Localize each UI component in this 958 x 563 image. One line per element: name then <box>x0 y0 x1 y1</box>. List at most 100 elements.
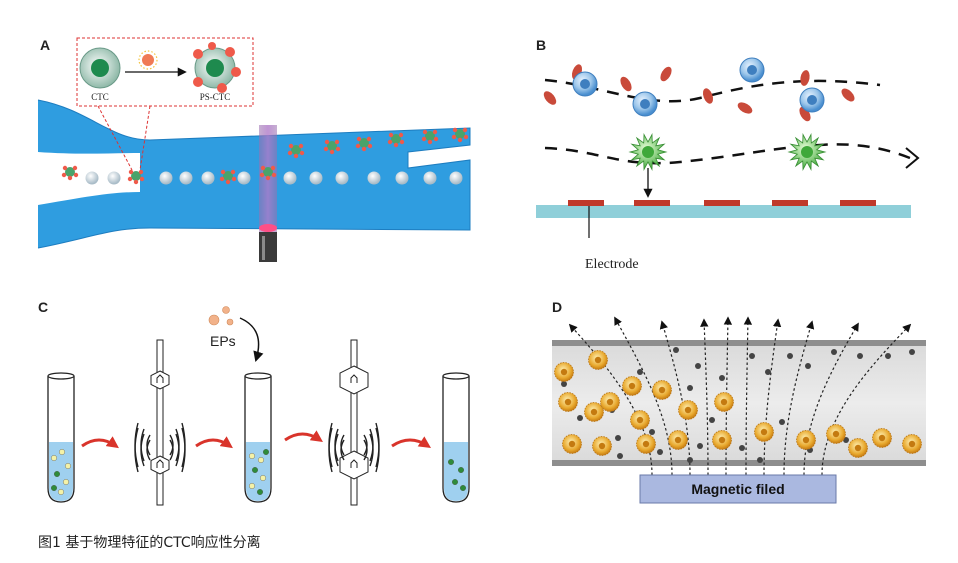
tagged-ctc <box>714 392 734 412</box>
bead <box>85 171 99 185</box>
microfluidic-channel <box>38 100 470 248</box>
rbc <box>660 66 672 82</box>
tagged-cell <box>219 169 237 185</box>
photosensitive-particle <box>138 50 158 70</box>
field-line <box>821 323 912 476</box>
electrodes <box>568 200 876 206</box>
test-tube <box>442 372 470 503</box>
rbc <box>702 88 714 104</box>
bead <box>335 171 349 185</box>
magnet-bar <box>639 474 837 504</box>
magnetic-beads <box>561 347 915 463</box>
bead <box>201 171 215 185</box>
rbc <box>737 102 753 114</box>
tagged-cell <box>61 165 79 181</box>
tagged-ctc <box>796 430 816 450</box>
magnetic-bead <box>831 349 837 355</box>
wbc <box>799 87 825 113</box>
tagged-cell <box>127 169 145 185</box>
magnetic-bead <box>673 347 679 353</box>
magnetic-bead <box>617 453 623 459</box>
tagged-cell <box>287 143 305 159</box>
tagged-ctcs <box>554 350 922 458</box>
magnetic-bead <box>649 429 655 435</box>
bead <box>367 171 381 185</box>
magnetic-bead <box>709 417 715 423</box>
ctc-spiky-1 <box>628 132 668 172</box>
tagged-cell <box>387 132 405 148</box>
panel-c-label: C <box>38 299 48 315</box>
panel-c: C EPs <box>38 299 470 506</box>
magnetic-bead <box>787 353 793 359</box>
bead <box>309 171 323 185</box>
rbc <box>800 70 810 86</box>
magnetic-bead <box>719 375 725 381</box>
acoustic-chip <box>134 339 186 506</box>
magnetic-bead <box>697 443 703 449</box>
tagged-ctc <box>826 424 846 444</box>
electrode <box>772 200 808 206</box>
magnetic-bead <box>749 353 755 359</box>
magnetic-bead <box>805 363 811 369</box>
tagged-ctc <box>558 392 578 412</box>
panel-d: D Magnetic filed <box>552 299 926 504</box>
ctc-cell <box>79 47 121 89</box>
flow-arrow <box>81 436 119 449</box>
bead <box>423 171 437 185</box>
tagged-ctc <box>652 380 672 400</box>
electrode <box>568 200 604 206</box>
tagged-cell <box>323 139 341 155</box>
tagged-ctc <box>592 436 612 456</box>
flow-path-upper <box>544 78 881 103</box>
tagged-ctc <box>630 410 650 430</box>
magnet-label: Magnetic filed <box>691 481 784 497</box>
ps-ctc-label: PS-CTC <box>200 92 231 102</box>
magnetic-bead <box>885 353 891 359</box>
bead <box>179 171 193 185</box>
rbc <box>841 88 855 102</box>
wbc <box>572 71 598 97</box>
electrode <box>634 200 670 206</box>
field-line <box>803 322 859 476</box>
bead <box>283 171 297 185</box>
tagged-ctc <box>712 430 732 450</box>
electrode-label: Electrode <box>585 257 639 272</box>
tagged-ctc <box>554 362 574 382</box>
bead <box>237 171 251 185</box>
magnetic-bead <box>687 457 693 463</box>
magnetic-bead <box>779 419 785 425</box>
bead <box>107 171 121 185</box>
bead <box>395 171 409 185</box>
tagged-cell <box>259 165 277 181</box>
wbc <box>739 57 765 83</box>
eps-label: EPs <box>210 333 236 349</box>
laser-source <box>259 232 277 262</box>
ep-particles <box>208 306 234 326</box>
tagged-ctc <box>872 428 892 448</box>
rbc <box>620 76 632 92</box>
white-blood-cells <box>572 57 825 117</box>
substrate <box>536 205 911 218</box>
magnetic-bead <box>857 353 863 359</box>
tagged-cell <box>355 136 373 152</box>
tagged-ctc <box>902 434 922 454</box>
tagged-ctc <box>848 438 868 458</box>
red-blood-cells <box>543 64 855 122</box>
tagged-cell-stream <box>61 127 469 185</box>
flow-path-lower <box>544 143 911 165</box>
tagged-ctc <box>754 422 774 442</box>
wbc <box>632 91 658 117</box>
flow-arrow <box>284 430 323 443</box>
tagged-ctc <box>562 434 582 454</box>
tagged-cell <box>421 129 439 145</box>
magnetic-bead <box>615 435 621 441</box>
magnetic-bead <box>765 369 771 375</box>
acoustic-chip <box>328 339 380 506</box>
laser-spot <box>259 224 277 232</box>
ctc-label: CTC <box>91 92 109 102</box>
test-tube <box>47 372 75 503</box>
tagged-ctc <box>636 434 656 454</box>
magnetic-bead <box>757 457 763 463</box>
tagged-ctc <box>600 392 620 412</box>
bead <box>159 171 173 185</box>
